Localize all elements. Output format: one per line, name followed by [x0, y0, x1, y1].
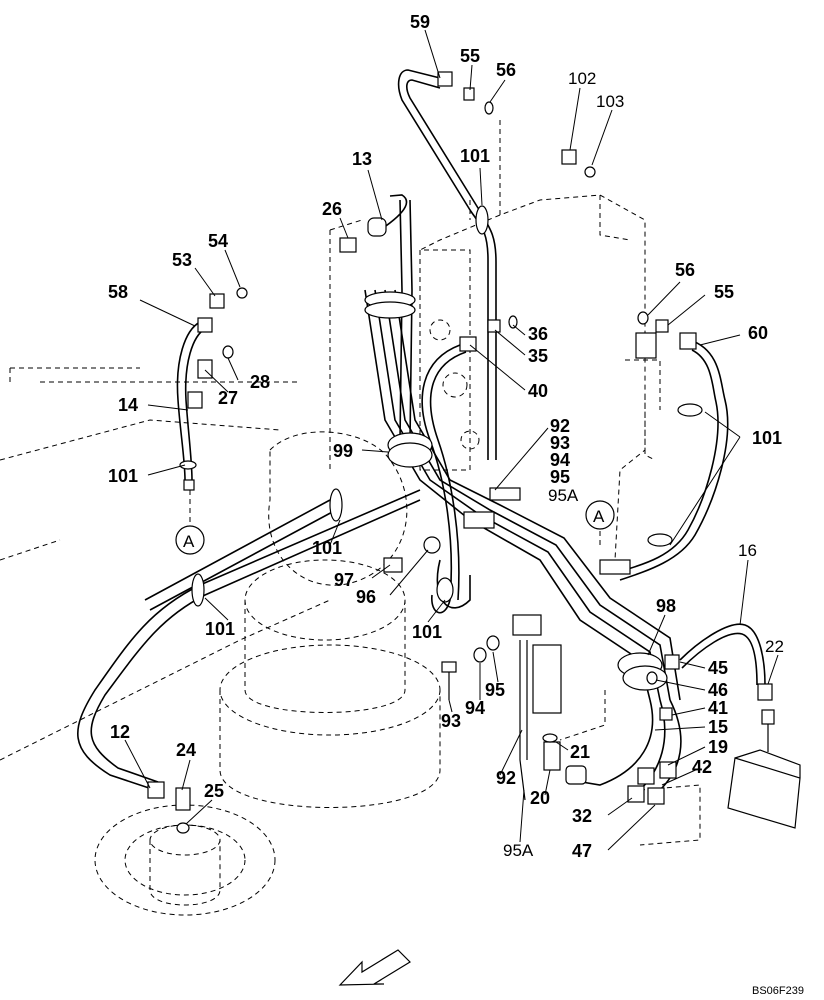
label-101-center: 101 [312, 538, 342, 558]
label-96: 96 [356, 587, 376, 607]
label-27: 27 [218, 388, 238, 408]
part-labels: 59 55 56 102 103 101 13 26 54 53 58 28 2… [108, 12, 784, 861]
label-41: 41 [708, 698, 728, 718]
label-101-pipe: 101 [205, 619, 235, 639]
label-13: 13 [352, 149, 372, 169]
label-101-left: 101 [108, 466, 138, 486]
label-42: 42 [692, 757, 712, 777]
marker-a-right-text: A [593, 507, 605, 526]
hoses [77, 69, 766, 801]
label-99: 99 [333, 441, 353, 461]
label-95-top: 95 [550, 467, 570, 487]
label-28: 28 [250, 372, 270, 392]
label-36: 36 [528, 324, 548, 344]
label-45: 45 [708, 658, 728, 678]
label-24: 24 [176, 740, 196, 760]
marker-a-right [585, 500, 615, 530]
label-101-lower: 101 [412, 622, 442, 642]
label-92-bottom: 92 [496, 768, 516, 788]
label-55-right: 55 [714, 282, 734, 302]
label-35: 35 [528, 346, 548, 366]
label-93-top: 93 [550, 433, 570, 453]
label-59: 59 [410, 12, 430, 32]
label-46: 46 [708, 680, 728, 700]
label-14: 14 [118, 395, 138, 415]
label-103: 103 [596, 92, 624, 111]
label-20: 20 [530, 788, 550, 808]
label-98: 98 [656, 596, 676, 616]
label-22: 22 [765, 637, 784, 656]
label-58: 58 [108, 282, 128, 302]
label-32: 32 [572, 806, 592, 826]
label-95a-bottom: 95A [503, 841, 534, 860]
label-16: 16 [738, 541, 757, 560]
label-55-top: 55 [460, 46, 480, 66]
label-97: 97 [334, 570, 354, 590]
clamps [179, 205, 703, 691]
reference-markers: A A [175, 500, 615, 555]
label-101-top: 101 [460, 146, 490, 166]
direction-arrow-icon [338, 949, 411, 986]
label-47: 47 [572, 841, 592, 861]
leader-lines [124, 29, 779, 851]
label-26: 26 [322, 199, 342, 219]
label-101-right: 101 [752, 428, 782, 448]
label-94-bottom: 94 [465, 698, 485, 718]
label-54: 54 [208, 231, 228, 251]
label-25: 25 [204, 781, 224, 801]
fittings [147, 71, 801, 834]
label-94-top: 94 [550, 450, 570, 470]
label-56-top: 56 [496, 60, 516, 80]
label-60: 60 [748, 323, 768, 343]
label-93-bottom: 93 [441, 711, 461, 731]
label-102: 102 [568, 69, 596, 88]
marker-a-left-text: A [183, 532, 195, 551]
label-53: 53 [172, 250, 192, 270]
label-92-top: 92 [550, 416, 570, 436]
label-21: 21 [570, 742, 590, 762]
label-56-right: 56 [675, 260, 695, 280]
marker-a-left [175, 525, 205, 555]
label-19: 19 [708, 737, 728, 757]
label-95-bottom: 95 [485, 680, 505, 700]
label-95a-top: 95A [548, 486, 579, 505]
drawing-code: BS06F239 [752, 985, 804, 997]
label-15: 15 [708, 717, 728, 737]
label-12: 12 [110, 722, 130, 742]
label-40: 40 [528, 381, 548, 401]
